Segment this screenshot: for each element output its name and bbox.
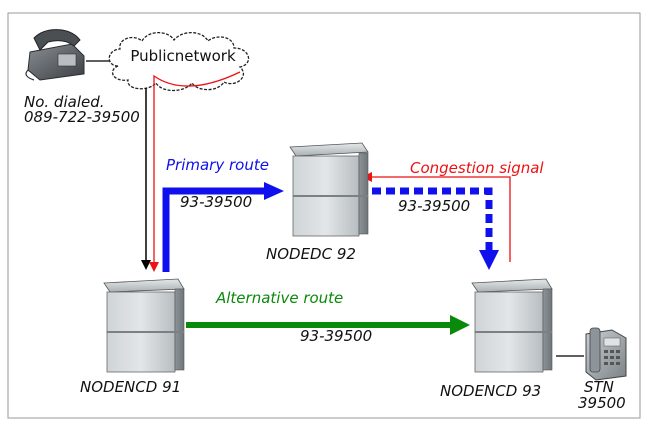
node-92-label: NODEDC 92 xyxy=(266,245,356,263)
primary-route-label: Primary route xyxy=(166,156,269,174)
telephone-icon xyxy=(25,29,85,81)
primary-route-continuation-arrow xyxy=(372,187,499,270)
public-network-cloud: Publicnetwork xyxy=(108,31,250,92)
congestion-route-number: 93-39500 xyxy=(398,197,470,215)
dialed-number: 089-722-39500 xyxy=(24,108,140,126)
stn-telephone-icon xyxy=(585,327,627,381)
node-93-cabinet xyxy=(471,278,553,373)
congestion-signal-label: Congestion signal xyxy=(410,159,544,177)
cloud-label: Publicnetwork xyxy=(130,47,236,65)
primary-route-number: 93-39500 xyxy=(180,193,252,211)
incoming-call-line xyxy=(141,88,151,270)
primary-route-arrow xyxy=(162,182,284,272)
node-93-label: NODENCD 93 xyxy=(440,382,541,400)
node-91-cabinet xyxy=(103,278,185,373)
alternative-route-label: Alternative route xyxy=(215,289,343,307)
stn-number: 39500 xyxy=(578,394,626,412)
alternative-route-number: 93-39500 xyxy=(300,327,372,345)
dialed-label: No. dialed. xyxy=(24,93,105,111)
alternative-route-arrow xyxy=(186,315,470,335)
stn-label: STN xyxy=(584,378,614,396)
node-91-label: NODENCD 91 xyxy=(80,378,181,396)
node-92-cabinet xyxy=(289,142,369,237)
